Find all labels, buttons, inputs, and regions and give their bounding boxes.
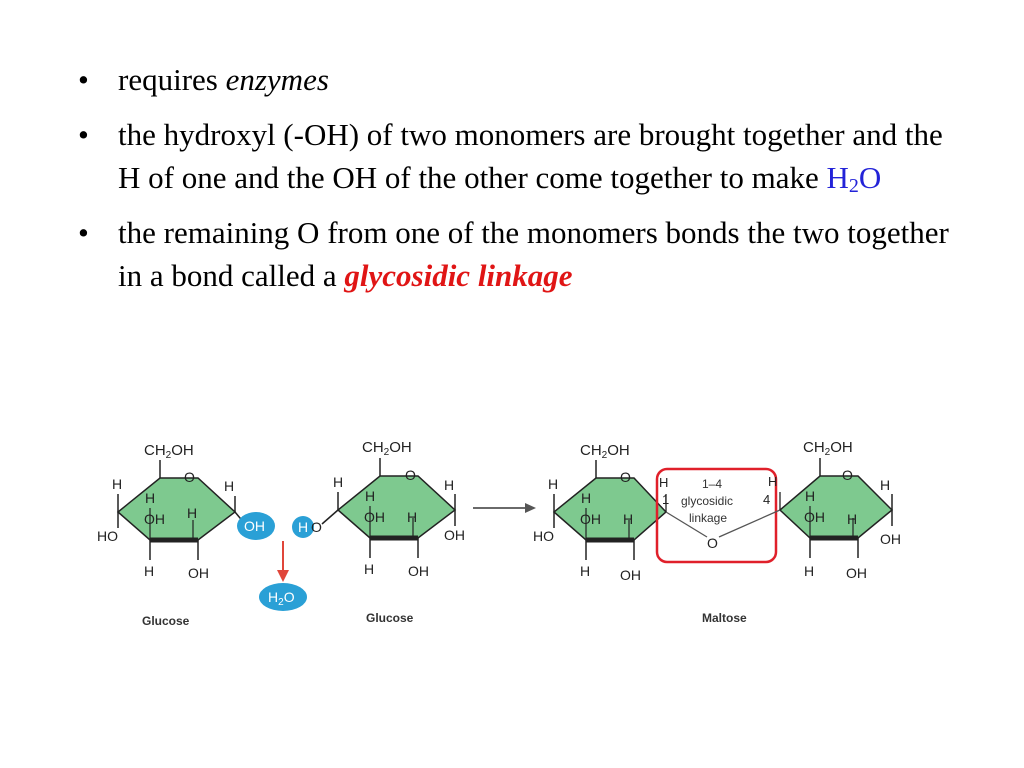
caption-maltose: Maltose xyxy=(702,611,747,625)
maltose-left-ch2oh: CH2OH xyxy=(580,442,630,461)
svg-text:H: H xyxy=(298,519,308,535)
glucose-right-molecule: CH2OH O H H H OH H OH H OH Glucose xyxy=(321,439,465,625)
glucose-right-h: H xyxy=(333,474,343,490)
glucose-left-oh: OH xyxy=(188,565,209,581)
glucose-left-h: H xyxy=(145,490,155,506)
maltose-right-ring-o: O xyxy=(842,467,853,483)
maltose-right-h: H xyxy=(805,488,815,504)
reaction-arrow xyxy=(473,503,536,513)
maltose-left-h: H xyxy=(623,511,633,527)
maltose-right-ring xyxy=(778,475,894,539)
linkage-num-1: 1 xyxy=(662,492,669,507)
glucose-left-molecule: CH2OH O H H H OH H HO H OH Glucose xyxy=(97,442,246,628)
maltose-right-oh: OH xyxy=(846,565,867,581)
glucose-right-h: H xyxy=(365,488,375,504)
bullet-text: requires xyxy=(118,62,226,97)
maltose-left-oh: OH xyxy=(580,511,601,527)
maltose-right-ring-group: CH2OH O H H OH H OH H OH Maltose xyxy=(702,439,901,625)
linkage-h-left: H xyxy=(659,475,668,490)
glucose-left-ring-o: O xyxy=(184,469,195,485)
linkage-num-4: 4 xyxy=(763,492,770,507)
maltose-left-ring-o: O xyxy=(620,469,631,485)
glucose-left-h: H xyxy=(224,478,234,494)
bullet-dot: • xyxy=(78,62,89,97)
maltose-right-ch2oh: CH2OH xyxy=(803,439,853,458)
water-release-arrow xyxy=(277,541,289,582)
maltose-right-h: H xyxy=(880,477,890,493)
maltose-left-ring-group: CH2OH O H H OH H HO H OH xyxy=(533,442,668,583)
water-bubble: H2O xyxy=(259,583,307,611)
glucose-right-oh: OH xyxy=(364,509,385,525)
glucose-right-h: H xyxy=(364,561,374,577)
linkage-highlight-box xyxy=(655,467,778,564)
glucose-left-oh: OH xyxy=(144,511,165,527)
maltose-left-h: H xyxy=(581,490,591,506)
enzymes-term: enzymes xyxy=(225,62,329,97)
glucose-right-h: H xyxy=(407,509,417,525)
bullet-item-enzymes: • requires enzymes xyxy=(78,58,958,101)
caption-glucose-left: Glucose xyxy=(142,614,190,628)
linkage-label-2: linkage xyxy=(689,511,727,525)
caption-glucose-right: Glucose xyxy=(366,611,414,625)
linkage-label-1: glycosidic xyxy=(681,494,733,508)
bullet-text: the remaining O from one of the monomers… xyxy=(118,215,949,293)
maltose-left-oh: OH xyxy=(620,567,641,583)
glycosidic-linkage-term: glycosidic linkage xyxy=(344,258,573,293)
maltose-right-h: H xyxy=(847,511,857,527)
linkage-h-right: H xyxy=(768,474,777,489)
maltose-right-oh: OH xyxy=(804,509,825,525)
glucose-right-oh: OH xyxy=(408,563,429,579)
linkage-bridge-o: O xyxy=(707,535,718,551)
maltose-left-h: H xyxy=(580,563,590,579)
bullet-text: the hydroxyl (-OH) of two monomers are b… xyxy=(118,117,943,195)
glucose-right-ring-o: O xyxy=(405,467,416,483)
glucose-left-h: H xyxy=(144,563,154,579)
glucose-left-ho: HO xyxy=(97,528,118,544)
maltose-left-h: H xyxy=(548,476,558,492)
svg-text:OH: OH xyxy=(244,518,265,534)
svg-text:H2O: H2O xyxy=(268,589,295,608)
water-formula: H2O xyxy=(826,160,882,197)
maltose-left-ring xyxy=(552,477,668,541)
glycosidic-linkage: H H 1 4 1–4 glycosidic linkage O xyxy=(655,467,781,564)
oh-bubble: OH xyxy=(237,512,275,540)
h-bubble: H xyxy=(292,516,314,538)
glucose-right-h: H xyxy=(444,477,454,493)
bullet-item-linkage: • the remaining O from one of the monomer… xyxy=(78,211,958,297)
maltose-left-ho: HO xyxy=(533,528,554,544)
bullet-dot: • xyxy=(78,117,89,152)
bullet-list: • requires enzymes • the hydroxyl (-OH) of… xyxy=(78,58,958,309)
bullet-item-hydroxyl: • the hydroxyl (-OH) of two monomers are … xyxy=(78,113,958,199)
glucose-left-ch2oh: CH2OH xyxy=(144,442,194,461)
glucose-left-h: H xyxy=(187,505,197,521)
glucose-left-h: H xyxy=(112,476,122,492)
glucose-left-ring xyxy=(116,477,237,541)
bullet-dot: • xyxy=(78,215,89,250)
maltose-right-oh: OH xyxy=(880,531,901,547)
glucose-right-o-attached: O xyxy=(311,519,322,535)
glucose-right-oh: OH xyxy=(444,527,465,543)
maltose-right-h: H xyxy=(804,563,814,579)
glucose-right-ch2oh: CH2OH xyxy=(362,439,412,458)
glucose-right-ring xyxy=(336,475,457,539)
linkage-title: 1–4 xyxy=(702,477,722,491)
